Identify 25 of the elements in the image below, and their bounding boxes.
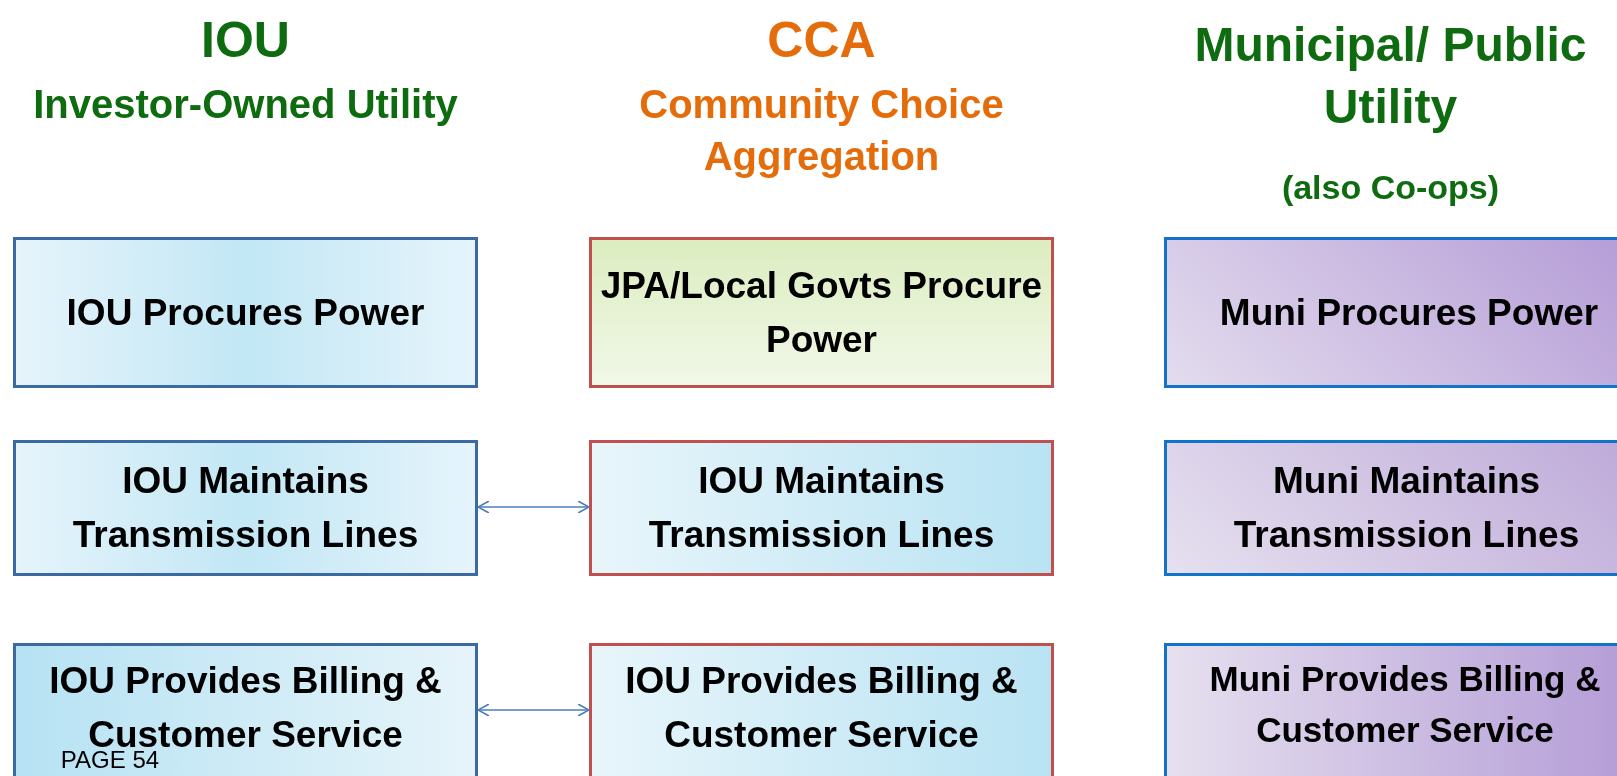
process-box [1164, 237, 1617, 388]
box-text: Muni Provides Billing & Customer Service [1209, 659, 1601, 749]
process-box [1164, 643, 1617, 776]
column-subheading: Community Choice Aggregation [638, 81, 1005, 180]
process-box [13, 237, 478, 388]
box-text: JPA/Local Govts Procure Power [600, 264, 1043, 360]
box-text: Muni Maintains Transmission Lines [1233, 460, 1580, 555]
process-box [589, 440, 1054, 576]
double-arrow [477, 500, 590, 514]
column-subheading: Investor-Owned Utility [32, 81, 459, 128]
box-text: IOU Maintains Transmission Lines [72, 460, 419, 555]
process-box [589, 643, 1054, 776]
process-box [13, 643, 478, 776]
column-heading: Municipal/ Public Utility [1193, 17, 1588, 136]
box-text: Muni Procures Power [1219, 291, 1599, 333]
process-box [589, 237, 1054, 388]
process-box [13, 440, 478, 576]
double-arrow [477, 703, 590, 717]
process-box [1164, 440, 1617, 576]
column-heading: CCA [766, 11, 877, 70]
column-heading: IOU [200, 11, 291, 70]
box-text: IOU Maintains Transmission Lines [648, 460, 995, 555]
box-text: IOU Procures Power [66, 291, 425, 333]
column-note: (also Co-ops) [1280, 167, 1501, 208]
box-text: IOU Provides Billing & Customer Service [625, 660, 1018, 755]
